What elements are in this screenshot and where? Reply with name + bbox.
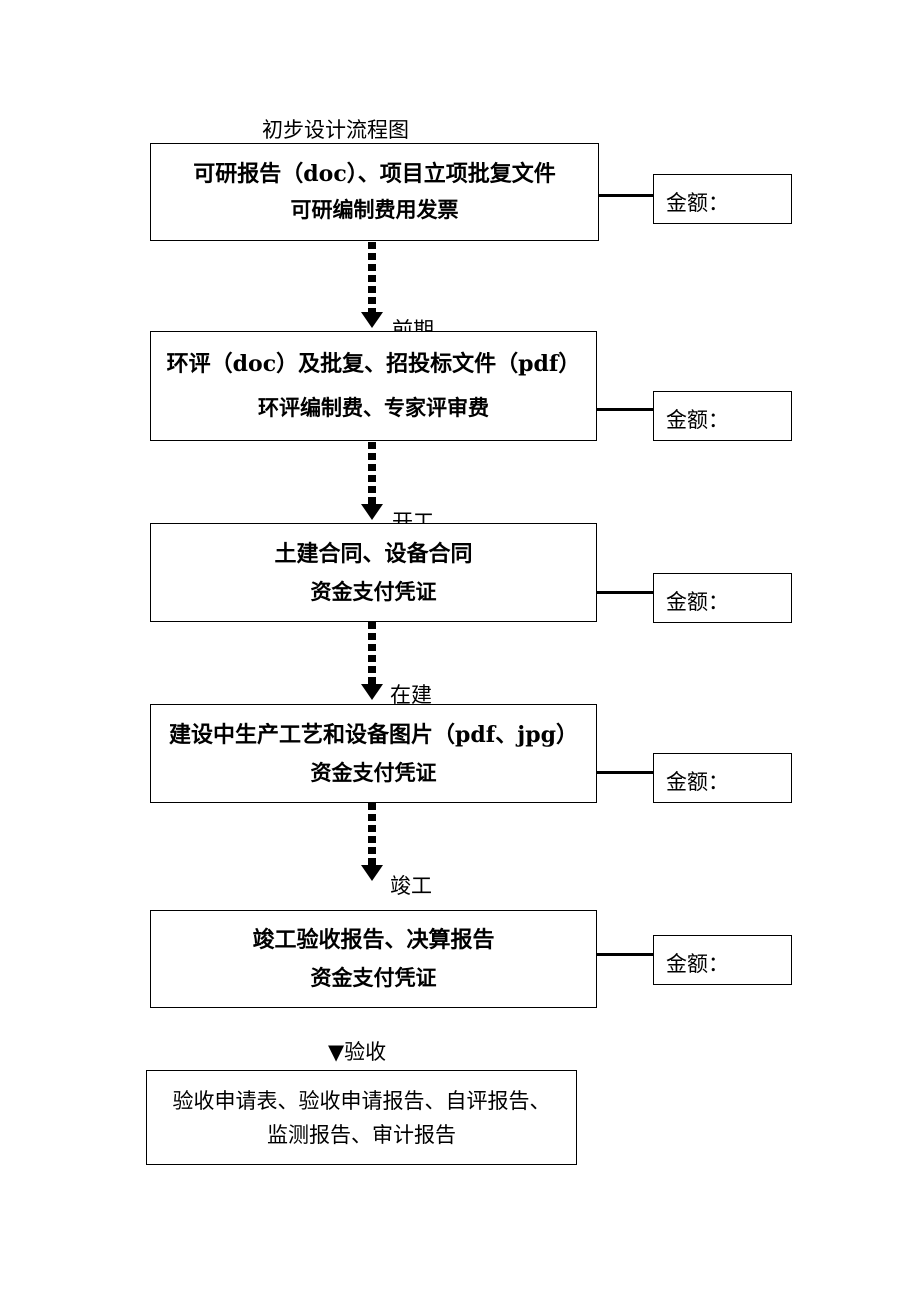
flow-arrowhead-3: [361, 684, 383, 700]
amount-label: 金额：: [666, 952, 729, 976]
flow-arrow-shaft-3: [368, 622, 376, 684]
amount-field: 金额：: [653, 935, 792, 985]
step-doc-label: 竣工验收报告、决算报告: [252, 927, 495, 953]
step-cost-label: 环评编制费、专家评审费: [258, 395, 489, 420]
acceptance-docs-line2: 监测报告、审计报告: [267, 1122, 456, 1147]
step-box-contracts: 土建合同、设备合同 资金支付凭证: [150, 523, 597, 622]
step-doc-label: 土建合同、设备合同: [274, 540, 473, 567]
amount-connector: [597, 408, 653, 411]
amount-label: 金额：: [666, 191, 729, 215]
step-doc-label: 环评（doc）及批复、招投标文件（pdf）: [166, 351, 581, 377]
amount-field: 金额：: [653, 753, 792, 803]
acceptance-docs-line1: 验收申请表、验收申请报告、自评报告、: [172, 1088, 551, 1113]
step-cost-label: 可研编制费用发票: [290, 197, 459, 222]
stage-label-construction: 在建: [390, 683, 432, 707]
step-box-completion: 竣工验收报告、决算报告 资金支付凭证: [150, 910, 597, 1008]
amount-connector: [597, 771, 653, 774]
amount-label: 金额：: [666, 590, 729, 614]
step-box-eia: 环评（doc）及批复、招投标文件（pdf） 环评编制费、专家评审费: [150, 331, 597, 441]
flow-arrowhead-2: [361, 504, 383, 520]
flow-arrow-shaft-4: [368, 803, 376, 865]
acceptance-docs-box: 验收申请表、验收申请报告、自评报告、 监测报告、审计报告: [146, 1070, 577, 1165]
stage-label-acceptance: ▼验收: [328, 1040, 387, 1064]
step-box-construction-photos: 建设中生产工艺和设备图片（pdf、jpg） 资金支付凭证: [150, 704, 597, 803]
stage-label-completion: 竣工: [390, 874, 432, 898]
amount-connector: [597, 591, 653, 594]
step-doc-label: 建设中生产工艺和设备图片（pdf、jpg）: [169, 721, 578, 748]
amount-label: 金额：: [666, 770, 729, 794]
flow-arrow-shaft-1: [368, 242, 376, 312]
step-cost-label: 资金支付凭证: [310, 759, 437, 785]
amount-field: 金额：: [653, 391, 792, 441]
amount-field: 金额：: [653, 174, 792, 224]
amount-field: 金额：: [653, 573, 792, 623]
amount-label: 金额：: [666, 408, 729, 432]
step-box-feasibility: 可研报告（doc）、项目立项批复文件 可研编制费用发票: [150, 143, 599, 241]
flow-arrow-shaft-2: [368, 442, 376, 504]
diagram-title: 初步设计流程图: [262, 118, 409, 142]
step-doc-label: 可研报告（doc）、项目立项批复文件: [193, 161, 556, 187]
flow-arrowhead-4: [361, 865, 383, 881]
amount-connector: [597, 953, 653, 956]
amount-connector: [599, 194, 653, 197]
step-cost-label: 资金支付凭证: [310, 578, 437, 604]
flow-arrowhead-1: [361, 312, 383, 328]
step-cost-label: 资金支付凭证: [310, 965, 437, 990]
